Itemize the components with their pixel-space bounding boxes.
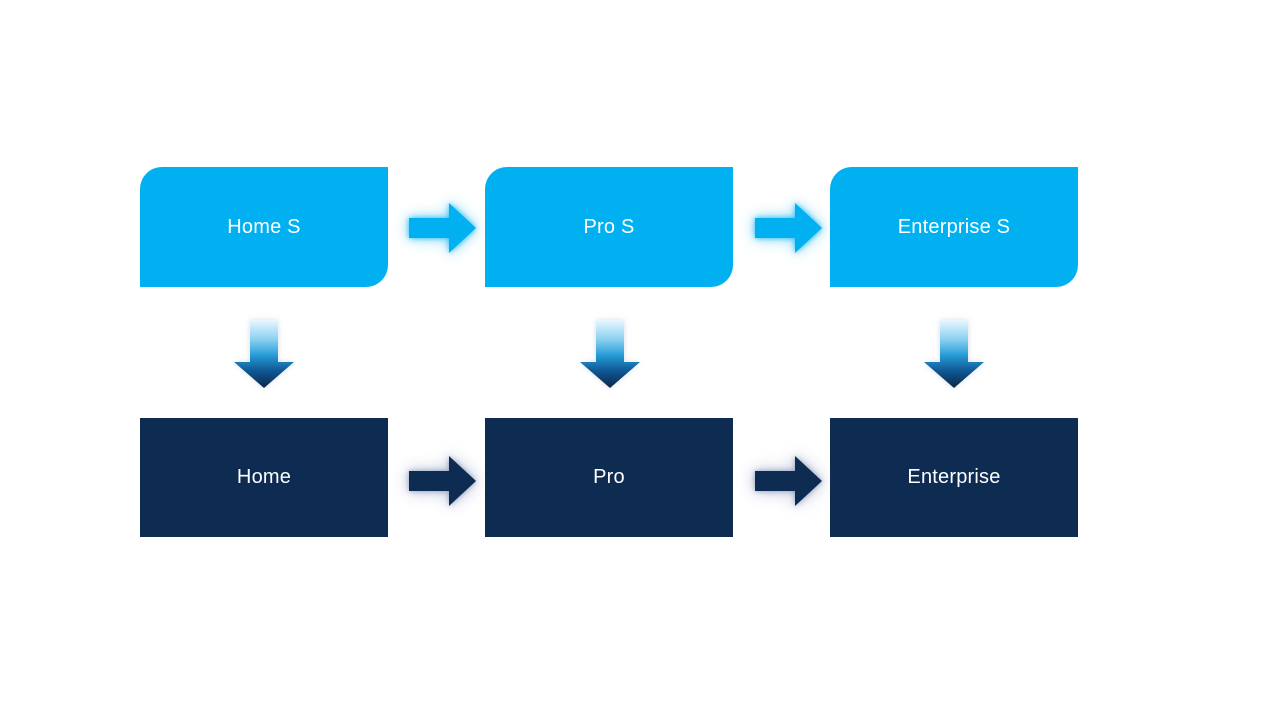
- node-pro-label: Pro: [593, 466, 625, 488]
- node-enterprise: Enterprise: [830, 418, 1078, 537]
- node-home-label: Home: [236, 466, 292, 488]
- node-pro-s: Pro S: [485, 167, 733, 287]
- node-pro: Pro: [485, 418, 733, 537]
- node-home: Home: [140, 418, 388, 537]
- node-home-s: Home S: [140, 167, 388, 287]
- down-arrow-icon: [924, 320, 984, 388]
- right-arrow-icon: [409, 203, 476, 253]
- node-enterprise-s: Enterprise S: [830, 167, 1078, 287]
- node-pro-s-label: Pro S: [583, 215, 635, 238]
- down-arrow-icon: [234, 320, 294, 388]
- right-arrow-icon: [755, 203, 822, 253]
- node-enterprise-label: Enterprise: [907, 466, 1001, 488]
- node-home-s-label: Home S: [227, 215, 301, 238]
- right-arrow-icon: [755, 456, 822, 506]
- right-arrow-icon: [409, 456, 476, 506]
- down-arrow-icon: [580, 320, 640, 388]
- node-enterprise-s-label: Enterprise S: [897, 215, 1011, 238]
